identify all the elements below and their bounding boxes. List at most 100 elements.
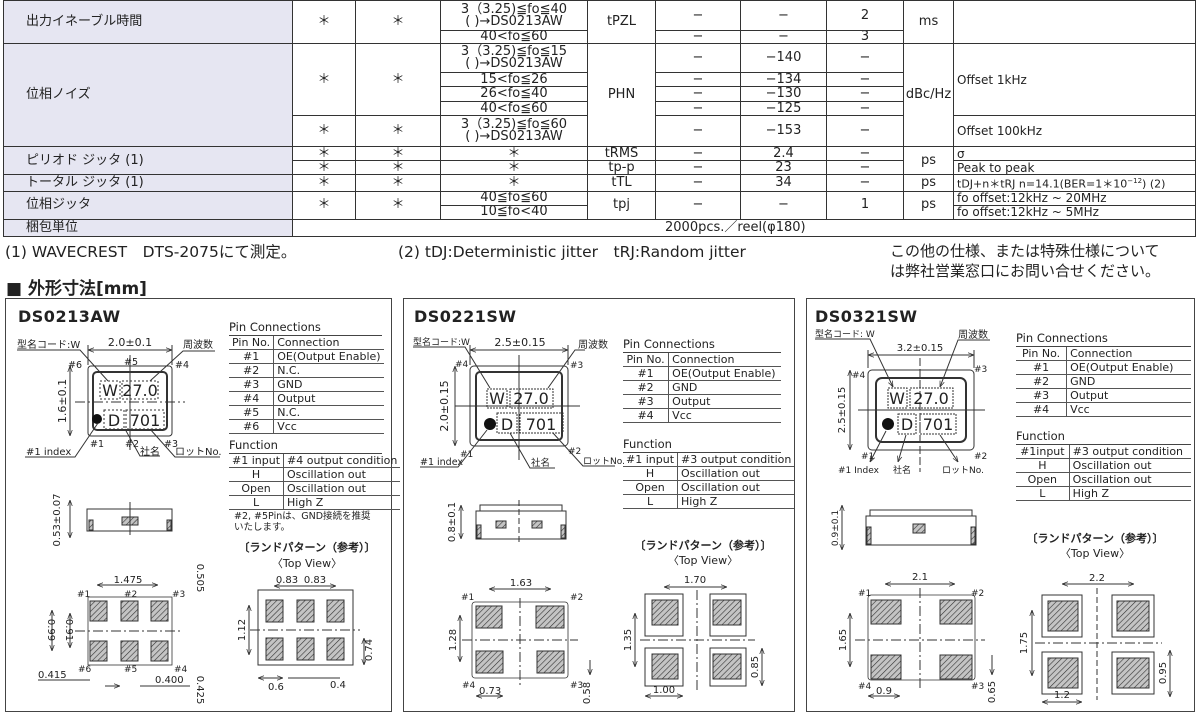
function-input: H — [1016, 458, 1070, 473]
pin-header: Pin No. — [229, 336, 275, 350]
fp-dim: 0.99 — [45, 619, 56, 641]
pin-conn: OE(Output Enable) — [273, 349, 384, 364]
land-dim: 0.83 — [304, 575, 326, 586]
marking-d: D — [108, 411, 120, 430]
pin-label: #2 — [568, 447, 581, 457]
marking-d: D — [901, 415, 913, 434]
function-title: Function — [229, 438, 382, 454]
land-dim: 1.00 — [653, 685, 675, 696]
land-dim: 0.95 — [1158, 662, 1169, 684]
function-input: Open — [1016, 472, 1070, 487]
land-dim: 2.2 — [1089, 573, 1105, 584]
function-header: #3 output condition — [677, 453, 795, 467]
freq-label: 周波数 — [578, 338, 608, 351]
ds0221sw-side-view: 0.8±0.1 — [447, 500, 567, 542]
width-dim: 2.0±0.1 — [108, 336, 152, 349]
land-dim: 1.2 — [1054, 690, 1070, 701]
function-input: L — [623, 494, 679, 509]
ds0221sw-footprint — [460, 589, 590, 696]
thickness-dim: 0.9±0.1 — [831, 510, 841, 546]
cell-condition: 10≦fo<40 — [440, 204, 588, 220]
cell-star: ＊ — [355, 43, 441, 116]
row-label: 位相ジッタ — [3, 190, 293, 220]
ds0221sw-top-view — [413, 345, 615, 469]
ds0213aw-side-view: 0.53±0.07 — [52, 494, 173, 546]
pin-label: #1 — [461, 593, 474, 603]
cell-note: Offset 1kHz — [953, 43, 1196, 116]
ds0213aw-top-view — [17, 345, 220, 458]
maker-label: 社名 — [140, 445, 160, 458]
land-dim: 0.74 — [364, 639, 375, 661]
marking-lot: 701 — [526, 415, 557, 434]
pin-no: #2 — [1016, 374, 1068, 389]
cell-star: ＊ — [292, 190, 356, 220]
width-dim: 3.2±0.15 — [897, 343, 944, 354]
panel-title: DS0321SW — [815, 307, 918, 326]
pin-label: #5 — [124, 665, 137, 675]
fp-dim: 0.505 — [194, 564, 205, 593]
cell-typ: − — [740, 0, 827, 31]
function-output: Oscillation out — [283, 467, 401, 482]
pin-label: #1 — [460, 450, 473, 460]
fp-dim: 0.73 — [479, 686, 501, 697]
function-header: #1input — [1016, 445, 1070, 459]
function-output: Oscillation out — [1069, 472, 1191, 487]
pin-header: Pin No. — [623, 353, 670, 367]
fp-dim: 0.425 — [194, 676, 205, 705]
fp-dim: 0.58 — [582, 682, 593, 704]
function-input: Open — [229, 481, 285, 496]
function-title: Function — [623, 437, 781, 453]
cell-symbol: tpj — [587, 190, 656, 220]
ds0213aw-footprint — [38, 585, 190, 686]
cell-unit: ps — [903, 174, 954, 192]
cell-typ: −140 — [740, 43, 827, 73]
code-label: 型名コード: W — [815, 328, 875, 340]
cell-star: ＊ — [355, 0, 441, 44]
cell-condition: ＊ — [440, 160, 588, 175]
marking-w: W — [102, 381, 118, 400]
pin-label: #4 — [174, 665, 188, 675]
marking-w: W — [889, 389, 905, 408]
packaging-value: 2000pcs.／reel(φ180) — [292, 218, 1196, 237]
index-dot-icon — [92, 414, 102, 424]
cell-symbol: tPZL — [587, 0, 656, 44]
pin-no: #3 — [623, 394, 670, 409]
pin-label: #4 — [175, 360, 189, 371]
pin-label: #2 — [974, 452, 987, 462]
pin-conn: Output — [273, 391, 384, 406]
function-output: Oscillation out — [283, 481, 401, 496]
land-dim: 1.70 — [684, 575, 706, 586]
pin-label: #6 — [68, 360, 82, 371]
pin-label: #3 — [164, 439, 178, 450]
function-input: L — [1016, 486, 1070, 501]
land-dim: 1.35 — [623, 629, 634, 651]
freq-label: 周波数 — [958, 328, 988, 341]
pin-header: Pin No. — [1016, 347, 1068, 361]
pin-conn: OE(Output Enable) — [668, 366, 781, 381]
fp-dim: 1.63 — [510, 578, 532, 589]
pin-title: Pin Connections — [1016, 331, 1191, 347]
function-header: #1 input — [623, 453, 679, 467]
pin-title: Pin Connections — [623, 337, 781, 353]
row-label: 位相ノイズ — [3, 43, 293, 147]
cell-min: − — [655, 0, 741, 31]
pin-conn: Vcc — [668, 408, 781, 423]
land-dim: 1.75 — [1019, 632, 1030, 654]
cell-symbol: tp-p — [587, 160, 656, 175]
pin-label: #2 — [125, 439, 139, 450]
footnote-4: は弊社営業窓口にお問い合せください。 — [890, 262, 1161, 280]
cell-star: ＊ — [292, 43, 356, 116]
cell-unit: ps — [903, 146, 954, 175]
marking-d: D — [501, 415, 513, 434]
pin-label: #3 — [172, 590, 185, 600]
fp-dim: 1.475 — [114, 575, 143, 586]
freq-label: 周波数 — [183, 338, 213, 351]
pin-conn: OE(Output Enable) — [1066, 360, 1191, 375]
cell-typ: 2.4 — [740, 146, 827, 161]
pin-conn: Output — [668, 394, 781, 409]
